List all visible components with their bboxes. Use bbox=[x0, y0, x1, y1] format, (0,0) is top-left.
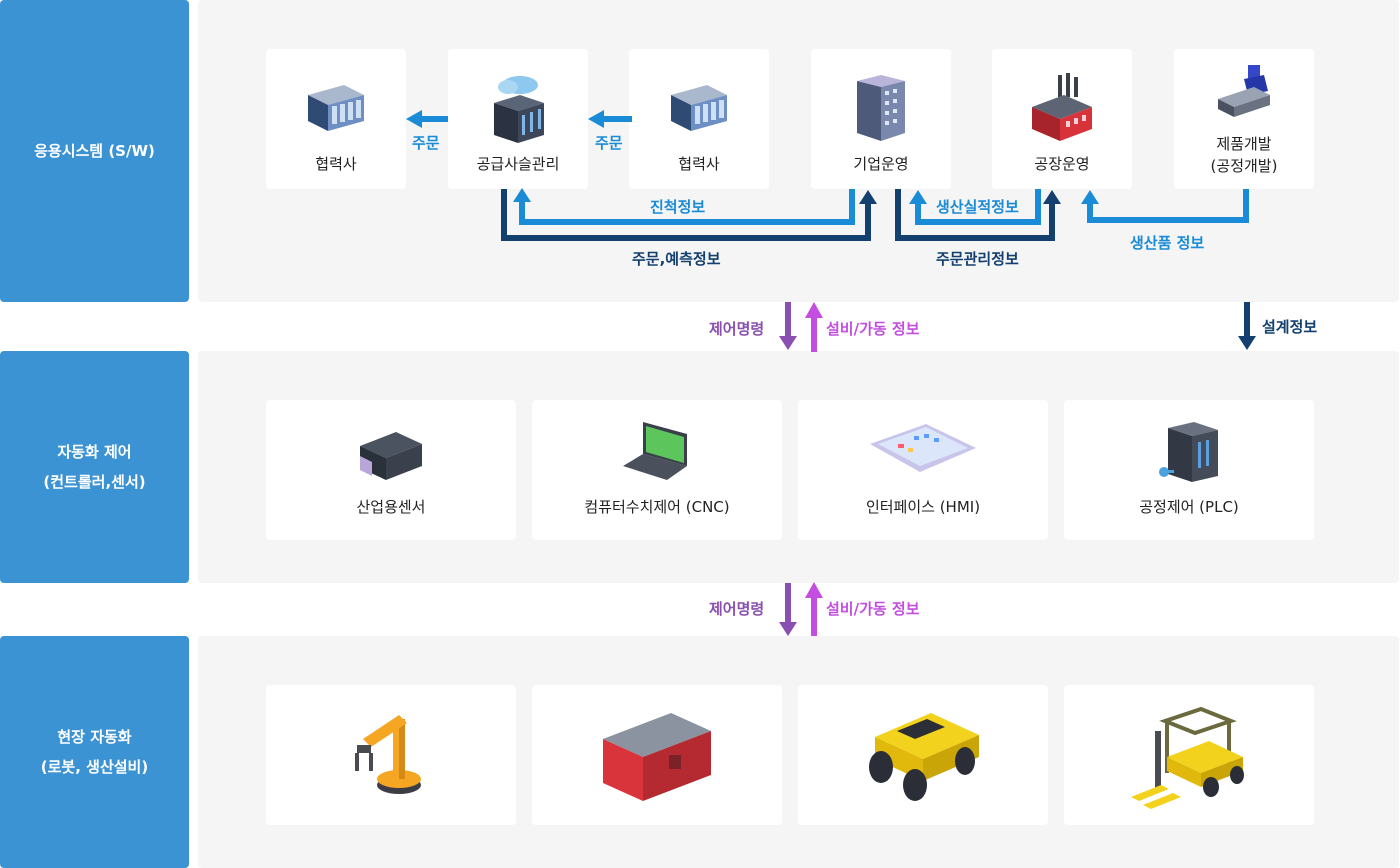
card-label: 협력사 bbox=[678, 155, 720, 173]
control-arrows-lower bbox=[779, 582, 823, 636]
cloud-server-icon bbox=[448, 73, 588, 145]
card-partner-left: 협력사 bbox=[266, 49, 406, 189]
card-label: 기업운영 bbox=[853, 155, 909, 173]
card-label: 공장운영 bbox=[1034, 155, 1090, 173]
card-enterprise-ops: 기업운영 bbox=[811, 49, 951, 189]
card-label: 공정제어 (PLC) bbox=[1139, 498, 1239, 516]
card-industrial-sensor: 산업용센서 bbox=[266, 400, 516, 540]
order-arrow-left bbox=[406, 110, 448, 128]
card-label: 산업용센서 bbox=[356, 498, 426, 516]
level-automation-control: 자동화 제어 (컨트롤러,센서) bbox=[0, 351, 189, 583]
production-result-label: 생산실적정보 bbox=[936, 198, 1019, 216]
order-mgmt-label: 주문관리정보 bbox=[936, 250, 1019, 268]
progress-info-label: 진척정보 bbox=[650, 198, 706, 216]
card-cnc: 컴퓨터수치제어 (CNC) bbox=[532, 400, 782, 540]
factory-icon bbox=[992, 73, 1132, 143]
card-hmi: 인터페이스 (HMI) bbox=[798, 400, 1048, 540]
order-label-left: 주문 bbox=[412, 134, 440, 152]
level-field-automation: 현장 자동화 (로봇, 생산설비) bbox=[0, 636, 189, 868]
level-label-line: (컨트롤러,센서) bbox=[43, 473, 146, 491]
order-forecast-label: 주문,예측정보 bbox=[632, 250, 721, 268]
forklift-icon bbox=[1064, 701, 1314, 813]
card-label-line: 제품개발 bbox=[1216, 135, 1272, 153]
order-mgmt-arrow bbox=[895, 189, 1061, 241]
tablet-icon bbox=[798, 422, 1048, 478]
server-rack-icon bbox=[266, 73, 406, 137]
level-application-system: 응용시스템 (S/W) bbox=[0, 0, 189, 302]
level-label-line: 자동화 제어 bbox=[57, 443, 132, 461]
card-partner-right: 협력사 bbox=[629, 49, 769, 189]
control-arrows-upper bbox=[779, 302, 823, 352]
equipment-status-label: 설비/가동 정보 bbox=[826, 600, 920, 618]
production-result-arrow bbox=[909, 189, 1041, 225]
card-label: 인터페이스 (HMI) bbox=[865, 498, 981, 516]
level-label-line: (로봇, 생산설비) bbox=[40, 758, 149, 776]
control-command-label: 제어명령 bbox=[709, 600, 765, 618]
control-command-label: 제어명령 bbox=[709, 320, 765, 338]
level-label-line: 현장 자동화 bbox=[57, 728, 132, 746]
laptop-icon bbox=[532, 420, 782, 482]
card-plc: 공정제어 (PLC) bbox=[1064, 400, 1314, 540]
order-forecast-arrow bbox=[501, 189, 877, 241]
card-container-unit bbox=[532, 685, 782, 825]
order-label-right: 주문 bbox=[595, 134, 623, 152]
sensor-device-icon bbox=[266, 420, 516, 482]
order-arrow-right bbox=[588, 110, 632, 128]
card-label: 컴퓨터수치제어 (CNC) bbox=[584, 498, 730, 516]
product-info-label: 생산품 정보 bbox=[1130, 234, 1205, 252]
design-info-arrow bbox=[1238, 302, 1256, 350]
server-rack-icon bbox=[629, 73, 769, 137]
design-info-label: 설계정보 bbox=[1262, 318, 1318, 336]
level-label-line: 응용시스템 (S/W) bbox=[34, 142, 155, 160]
card-label: 공급사슬관리 bbox=[476, 155, 560, 173]
container-unit-icon bbox=[532, 701, 782, 805]
card-supply-chain: 공급사슬관리 bbox=[448, 49, 588, 189]
card-forklift bbox=[1064, 685, 1314, 825]
conveyor-machine-icon bbox=[1174, 63, 1314, 123]
card-label: 협력사 bbox=[315, 155, 357, 173]
equipment-status-label: 설비/가동 정보 bbox=[826, 320, 920, 338]
card-factory-ops: 공장운영 bbox=[992, 49, 1132, 189]
progress-info-arrow bbox=[513, 188, 855, 225]
office-building-icon bbox=[811, 73, 951, 143]
autonomous-vehicle-icon bbox=[798, 701, 1048, 807]
plc-cabinet-icon bbox=[1064, 420, 1314, 486]
robot-arm-icon bbox=[266, 701, 516, 801]
card-product-dev: 제품개발 (공정개발) bbox=[1174, 49, 1314, 189]
card-label: 제품개발 (공정개발) bbox=[1174, 133, 1314, 177]
product-info-arrow bbox=[1081, 189, 1249, 223]
card-autonomous-vehicle bbox=[798, 685, 1048, 825]
card-label-line: (공정개발) bbox=[1210, 157, 1278, 175]
card-robot-arm bbox=[266, 685, 516, 825]
